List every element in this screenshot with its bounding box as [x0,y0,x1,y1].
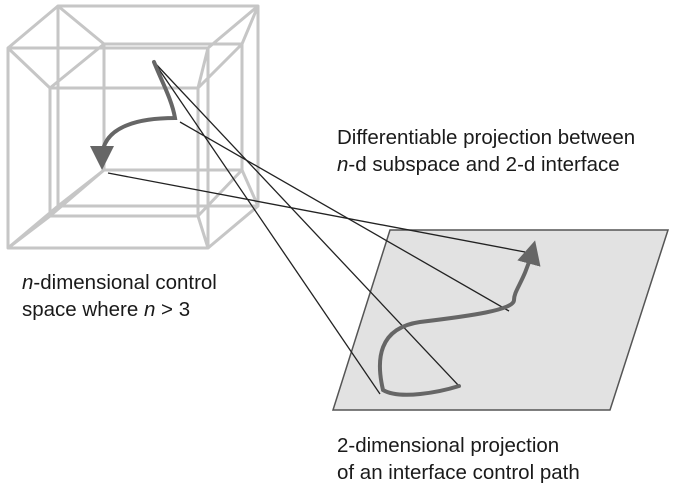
projection-label-line1: Differentiable projection between [337,126,636,149]
control-space-label: n-dimensional control space where n > 3 [22,269,217,323]
hypercube-edge [207,4,259,50]
hypercube-connector [240,169,260,207]
hypercube-connector [7,214,51,250]
projection-line [179,121,510,312]
hypercube-connector [240,5,260,45]
path-projection-label-line2: of an interface control path [337,461,580,484]
projection-label-line2: n-d subspace and 2-d interface [337,151,635,178]
control-space-label-line1: n-dimensional control [22,269,217,296]
hypercube-connector [196,47,210,89]
projection-line [107,172,526,253]
hypercube-edge [207,204,259,250]
interface-plane [331,229,670,411]
hypercube-connector [57,168,105,208]
projection-label: Differentiable projection between n-d su… [337,124,635,178]
control-space-label-line1-rest: -dimensional control [33,271,217,294]
path-projection-label: 2-dimensional projection of an interface… [337,432,580,486]
projection-label-line2-rest: -d subspace and 2-d interface [348,153,620,176]
control-space-label-line2-post: > 3 [155,298,191,321]
control-path-nd [90,60,178,170]
hypercube-wireframe [6,4,260,250]
hypercube-edge [49,42,105,90]
control-path-2d [377,240,541,397]
projection-lines [107,61,526,395]
hypercube-outer-back [56,4,260,208]
n-variable: n [143,298,156,321]
hypercube-connector [196,215,210,249]
n-variable: n [337,153,349,176]
hypercube-edge [7,4,59,50]
projection-line [153,61,381,395]
path-projection-label-line1: 2-dimensional projection [337,434,560,457]
hypercube-connector [57,4,105,46]
hypercube-connector [6,46,52,90]
control-space-label-line2-pre: space where [22,298,144,321]
hypercube-edge [196,42,244,90]
hypercube-edge [196,168,244,218]
projection-line [153,61,460,387]
n-variable: n [22,271,34,294]
control-space-label-line2: space where n > 3 [22,296,217,323]
